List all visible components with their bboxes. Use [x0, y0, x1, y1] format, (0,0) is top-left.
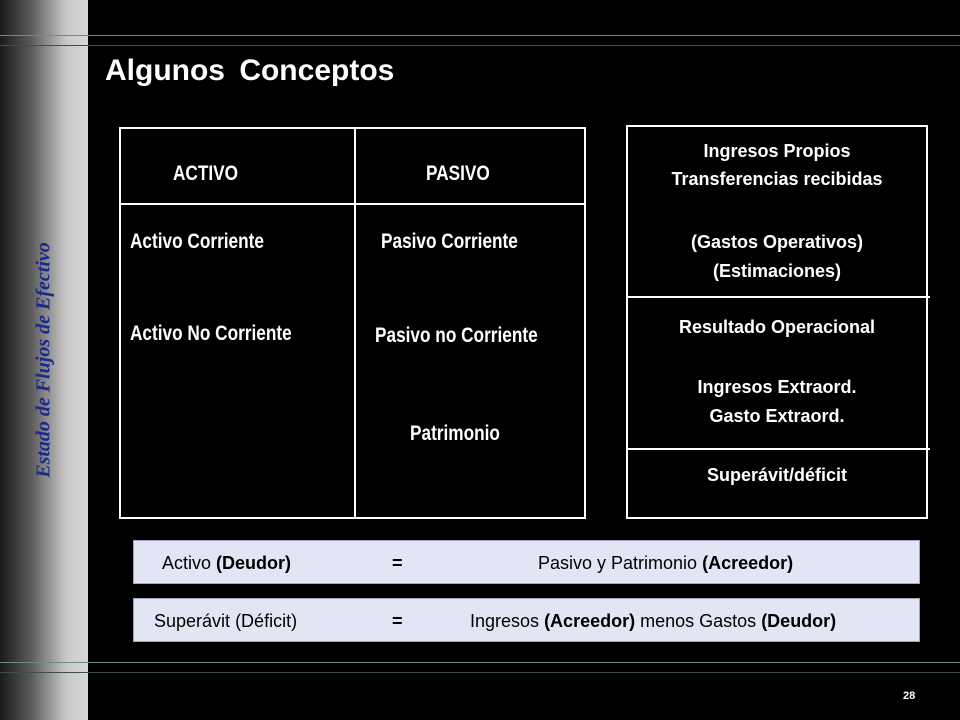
column-divider	[354, 129, 356, 517]
slide-title: Algunos Conceptos	[105, 54, 395, 87]
income-line: Ingresos Extraord.	[697, 377, 857, 397]
top-rule	[0, 35, 960, 36]
pasivo-item: Patrimonio	[410, 422, 500, 445]
section-divider	[626, 296, 930, 298]
equation-left: Activo (Deudor)	[162, 553, 292, 573]
pasivo-header: PASIVO	[426, 162, 490, 185]
page-number: 28	[903, 690, 916, 702]
pasivo-item: Pasivo Corriente	[381, 230, 518, 253]
income-statement-table: Ingresos Propios Transferencias recibida…	[626, 125, 930, 519]
income-line: (Gastos Operativos)	[690, 232, 864, 252]
activo-item: Activo Corriente	[130, 230, 264, 253]
equation-right: Ingresos (Acreedor) menos Gastos (Deudor…	[470, 611, 837, 631]
income-line: Gasto Extraord.	[709, 406, 845, 426]
sidebar-title: Estado de Flujos de Efectivo	[32, 242, 55, 478]
pasivo-item: Pasivo no Corriente	[375, 324, 538, 347]
equals-sign: =	[392, 553, 403, 573]
income-line: Resultado Operacional	[678, 317, 876, 337]
equation-left: Superávit (Déficit)	[154, 611, 298, 631]
top-rule-secondary	[0, 45, 960, 46]
header-divider	[121, 203, 584, 205]
equation-right: Pasivo y Patrimonio (Acreedor)	[538, 553, 794, 573]
activo-header: ACTIVO	[173, 162, 239, 185]
equation-box: Activo (Deudor) = Pasivo y Patrimonio (A…	[133, 540, 920, 584]
bottom-rule	[0, 662, 960, 663]
bottom-rule-secondary	[0, 672, 960, 673]
equation-box: Superávit (Déficit) = Ingresos (Acreedor…	[133, 598, 920, 642]
income-line: (Estimaciones)	[712, 261, 842, 281]
balance-sheet-table: ACTIVO PASIVO Activo Corriente Activo No…	[119, 127, 586, 519]
activo-item: Activo No Corriente	[130, 322, 292, 345]
income-line: Ingresos Propios	[703, 141, 851, 161]
income-line: Transferencias recibidas	[671, 169, 883, 189]
income-line: Superávit/déficit	[706, 465, 848, 485]
sidebar: Estado de Flujos de Efectivo	[0, 0, 88, 720]
equals-sign: =	[392, 611, 403, 631]
section-divider	[626, 448, 930, 450]
